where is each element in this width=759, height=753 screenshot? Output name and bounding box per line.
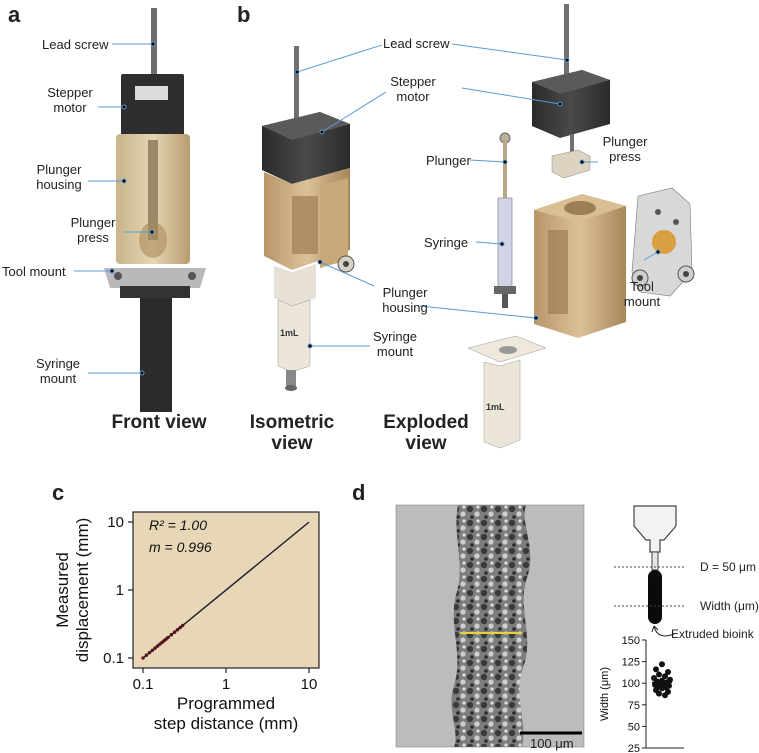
y-tick-label-d: 25 xyxy=(628,743,640,753)
width-label: Width (μm) xyxy=(700,599,759,613)
annotation-r2: R² = 1.00 xyxy=(149,517,207,533)
nozzle-body xyxy=(633,505,677,553)
data-point-d xyxy=(659,685,665,692)
label-lead-screw-a: Lead screw xyxy=(42,37,109,52)
svg-text:step distance (mm): step distance (mm) xyxy=(154,714,299,733)
y-axis-label-c: Measured displacement (mm) xyxy=(53,518,92,663)
axis-ticks-d: 25 50 75 100 125 150 xyxy=(622,635,684,753)
label-syringe-b: Syringe xyxy=(424,235,469,250)
y-axis-label-d: Width (μm) xyxy=(599,667,611,721)
front-view-photo xyxy=(74,8,206,412)
front-tool-mount xyxy=(104,268,206,288)
data-point-d xyxy=(665,668,671,675)
panel-letter-d: d xyxy=(352,480,366,505)
y-tick-label-d: 150 xyxy=(622,635,640,647)
data-point-d xyxy=(653,666,659,673)
panel-letter-a: a xyxy=(8,2,21,27)
axis-ticks-c: 0.1 1 10 0.1 1 10 xyxy=(103,514,317,693)
panel-letter-b: b xyxy=(237,2,251,27)
x-tick-label-c: 0.1 xyxy=(133,676,154,693)
svg-text:Programmed: Programmed xyxy=(177,694,275,713)
cad-render: 1mL 1mL xyxy=(262,4,695,449)
scale-bar-label: 100 μm xyxy=(530,736,574,751)
y-tick-label-d: 100 xyxy=(622,678,640,690)
caption-front-view: Front view xyxy=(111,412,207,433)
y-tick-label-c: 0.1 xyxy=(103,650,124,667)
iso-syringe-marking: 1mL xyxy=(280,328,299,338)
exploded-syringe-marking: 1mL xyxy=(486,402,505,412)
data-point-d xyxy=(656,671,662,678)
y-tick-label-d: 125 xyxy=(622,657,640,669)
data-point-d xyxy=(659,661,665,668)
chart-c: 0.1 1 10 0.1 1 10 R² = 1.00 m = 0.996 Measure… xyxy=(53,511,320,733)
panel-letter-c: c xyxy=(52,480,65,505)
y-tick-label-c: 10 xyxy=(107,514,124,531)
exploded-assembly: 1mL xyxy=(467,4,695,449)
x-axis-label-c: Programmed step distance (mm) xyxy=(154,694,299,733)
label-lead-screw-b: Lead screw xyxy=(383,36,450,51)
label-plunger-b: Plunger xyxy=(426,153,471,168)
extruded-filament xyxy=(648,570,662,624)
nozzle-schematic xyxy=(614,505,684,637)
svg-text:displacement (mm): displacement (mm) xyxy=(73,518,92,663)
chart-d: 25 50 75 100 125 150 Width (μm) xyxy=(599,635,684,753)
annotation-slope: m = 0.996 xyxy=(149,539,212,555)
front-stepper-motor xyxy=(121,74,184,136)
front-syringe-mount xyxy=(140,288,172,412)
chart-marks-c xyxy=(141,521,310,660)
data-point-d xyxy=(656,690,662,697)
y-tick-label-d: 50 xyxy=(628,721,640,733)
micrograph xyxy=(395,504,585,748)
isometric-assembly: 1mL xyxy=(262,46,355,391)
svg-text:Measured: Measured xyxy=(53,552,72,628)
label-tool-mount-a: Tool mount xyxy=(2,264,66,279)
extruded-bioink-label: Extruded bioink xyxy=(671,627,754,641)
diameter-label: D = 50 μm xyxy=(700,560,756,574)
x-tick-label-c: 10 xyxy=(301,676,318,693)
data-point-d xyxy=(662,692,668,699)
data-point-d xyxy=(662,673,668,680)
fit-line-c xyxy=(142,521,310,659)
y-tick-label-c: 1 xyxy=(116,582,124,599)
y-tick-label-d: 75 xyxy=(628,700,640,712)
chart-marks-d xyxy=(651,661,673,699)
x-tick-label-c: 1 xyxy=(222,676,230,693)
